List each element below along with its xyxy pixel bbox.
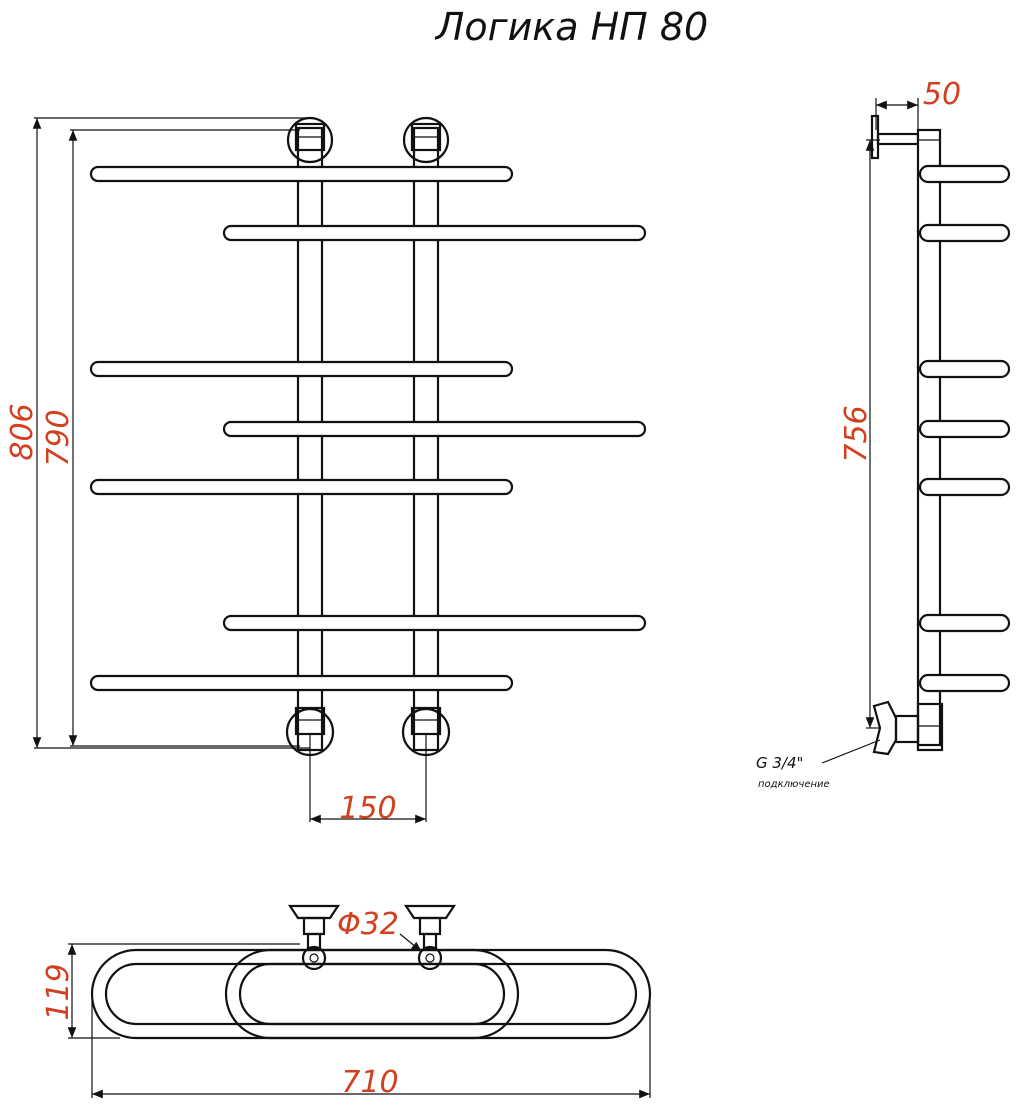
- pipe-diameter-callout: Φ32: [337, 907, 423, 953]
- front-view: 806 790 150: [5, 116, 647, 826]
- side-bottom-valve: [872, 700, 944, 756]
- side-bar-1: [918, 164, 1011, 184]
- dimension-790-label: 790: [41, 409, 76, 466]
- front-bar-4: [222, 420, 647, 438]
- front-bar-6: [222, 614, 647, 632]
- front-bar-2: [222, 224, 647, 242]
- connection-label: подключение: [758, 779, 830, 790]
- side-top-mount: [870, 114, 920, 160]
- dimension-756: 756: [839, 139, 880, 729]
- dimension-806-label: 806: [5, 403, 40, 460]
- side-bar-7: [918, 673, 1011, 693]
- side-bar-3: [918, 359, 1011, 379]
- pipe-diameter-label: Φ32: [337, 907, 399, 942]
- dimension-150-label: 150: [339, 791, 396, 826]
- side-bar-6: [918, 613, 1011, 633]
- dimension-119-label: 119: [41, 963, 76, 1020]
- top-loop-inner-left: [104, 962, 506, 1026]
- front-bar-7: [89, 674, 514, 692]
- left-vertical-pipe: [296, 126, 324, 752]
- side-bar-5: [918, 477, 1011, 497]
- top-loop-inner-right: [238, 962, 638, 1026]
- drawing-title: Логика НП 80: [434, 5, 708, 49]
- right-vertical-pipe: [412, 126, 440, 752]
- dimension-790: 790: [41, 129, 300, 747]
- connection-callout: G 3/4" подключение: [756, 739, 881, 790]
- side-view: 50 756 G 3/4" подключение: [756, 77, 1011, 790]
- dimension-50-label: 50: [923, 77, 961, 112]
- dimension-756-label: 756: [839, 405, 874, 462]
- top-left-valve: [287, 904, 341, 971]
- side-bar-2: [918, 223, 1011, 243]
- dimension-710: 710: [91, 1000, 651, 1100]
- dimension-806: 806: [5, 117, 310, 749]
- top-view: Φ32 119 710: [41, 904, 652, 1100]
- dimension-119: 119: [41, 943, 300, 1039]
- dimension-150: 150: [309, 735, 427, 826]
- front-bar-1: [89, 165, 514, 183]
- side-bar-4: [918, 419, 1011, 439]
- front-bar-3: [89, 360, 514, 378]
- front-bar-5: [89, 478, 514, 496]
- connection-thread-label: G 3/4": [756, 754, 803, 772]
- top-right-fitting: [402, 116, 450, 164]
- top-right-valve: [403, 904, 457, 971]
- dimension-710-label: 710: [341, 1065, 398, 1100]
- dimension-50: 50: [875, 77, 961, 130]
